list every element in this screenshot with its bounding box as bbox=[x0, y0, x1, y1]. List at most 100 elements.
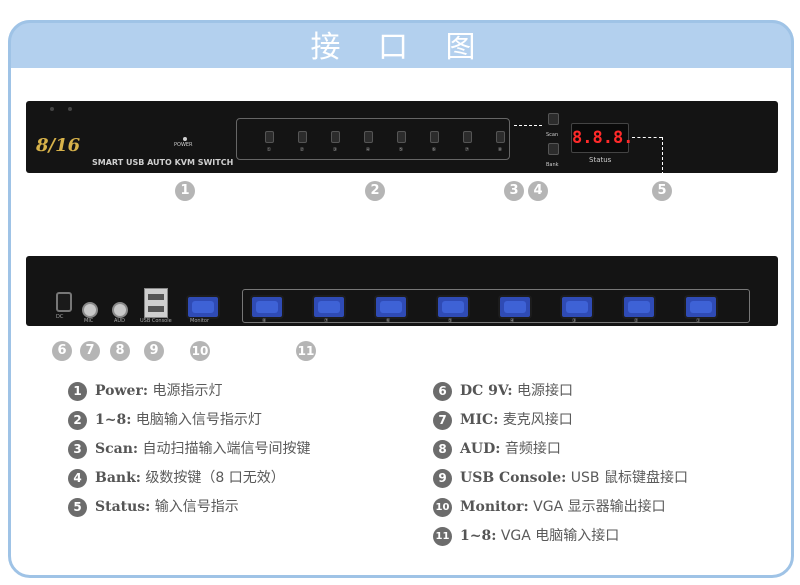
usb-slot bbox=[148, 306, 164, 312]
legend-number: 6 bbox=[433, 381, 452, 401]
legend-key: 1~8: bbox=[460, 528, 497, 544]
legend-key: AUD: bbox=[460, 441, 501, 457]
vga-input-port[interactable] bbox=[436, 295, 470, 319]
port-button-1[interactable] bbox=[265, 131, 274, 143]
power-label: POWER bbox=[174, 142, 193, 148]
vga-port-number: ④ bbox=[510, 318, 515, 324]
vga-pins bbox=[504, 301, 526, 313]
legend-number: 1 bbox=[68, 381, 87, 401]
vga-input-port[interactable] bbox=[622, 295, 656, 319]
vga-input-port[interactable] bbox=[498, 295, 532, 319]
port-button-5[interactable] bbox=[397, 131, 406, 143]
legend-value: 自动扫描输入端信号间按键 bbox=[142, 441, 311, 457]
callout-2: 2 bbox=[365, 181, 385, 201]
legend-number: 5 bbox=[68, 497, 87, 517]
legend-value: 电脑输入信号指示灯 bbox=[135, 412, 262, 428]
vga-input-port[interactable] bbox=[250, 295, 284, 319]
vga-monitor-port[interactable] bbox=[186, 295, 220, 319]
callout-9: 9 bbox=[144, 341, 164, 361]
model-name: SMART USB AUTO KVM SWITCH bbox=[92, 158, 234, 167]
status-label: Status bbox=[589, 156, 612, 164]
legend-key: Scan: bbox=[95, 441, 139, 457]
vga-pins bbox=[690, 301, 712, 313]
indicator-led bbox=[68, 107, 72, 111]
usb-console-port[interactable] bbox=[144, 288, 168, 318]
port-button-6[interactable] bbox=[430, 131, 439, 143]
dc-label: DC bbox=[56, 314, 64, 320]
legend-key: DC 9V: bbox=[460, 383, 513, 399]
scan-button[interactable] bbox=[548, 113, 559, 125]
page-title: 接 口 图 bbox=[310, 30, 490, 65]
brand-logo: 8/16 bbox=[36, 135, 81, 156]
mic-jack[interactable] bbox=[82, 302, 98, 318]
callout-8: 8 bbox=[110, 341, 130, 361]
legend-value: 电源指示灯 bbox=[152, 383, 223, 399]
legend-value: VGA 显示器输出接口 bbox=[533, 499, 666, 515]
vga-input-port[interactable] bbox=[684, 295, 718, 319]
aud-label: AUD bbox=[114, 318, 125, 324]
front-panel: 8/16 SMART USB AUTO KVM SWITCH POWER ① ②… bbox=[26, 101, 778, 185]
legend-number: 11 bbox=[433, 526, 452, 546]
port-number: ④ bbox=[365, 147, 371, 153]
legend-number: 3 bbox=[68, 439, 87, 459]
legend-number: 7 bbox=[433, 410, 452, 430]
bank-button[interactable] bbox=[548, 143, 559, 155]
scan-label: Scan bbox=[546, 132, 559, 138]
callout-7: 7 bbox=[80, 341, 100, 361]
dc-power-jack[interactable] bbox=[56, 292, 72, 312]
mic-label: MIC bbox=[84, 318, 94, 324]
legend-key: MIC: bbox=[460, 412, 499, 428]
legend-key: Power: bbox=[95, 383, 148, 399]
legend-item: 1 Power: 电源指示灯 bbox=[68, 380, 222, 401]
vga-pins bbox=[380, 301, 402, 313]
power-led bbox=[183, 137, 187, 141]
legend-item: 6 DC 9V: 电源接口 bbox=[433, 380, 573, 401]
vga-pins bbox=[566, 301, 588, 313]
header-bar bbox=[8, 20, 794, 68]
port-number: ⑥ bbox=[431, 147, 437, 153]
vga-input-port[interactable] bbox=[560, 295, 594, 319]
port-button-2[interactable] bbox=[298, 131, 307, 143]
legend-key: Monitor: bbox=[460, 499, 529, 515]
vga-port-number: ⑥ bbox=[386, 318, 391, 324]
port-number: ⑦ bbox=[464, 147, 470, 153]
port-button-4[interactable] bbox=[364, 131, 373, 143]
legend-value: 音频接口 bbox=[504, 441, 561, 457]
aud-jack[interactable] bbox=[112, 302, 128, 318]
callout-3: 3 bbox=[504, 181, 524, 201]
legend-value: 级数按键（8 口无效） bbox=[145, 470, 285, 486]
vga-port-number: ⑦ bbox=[324, 318, 329, 324]
bank-label: Bank bbox=[546, 162, 559, 168]
vga-input-port[interactable] bbox=[374, 295, 408, 319]
callout-6: 6 bbox=[52, 341, 72, 361]
callout-4: 4 bbox=[528, 181, 548, 201]
port-button-8[interactable] bbox=[496, 131, 505, 143]
legend-value: 输入信号指示 bbox=[154, 499, 239, 515]
legend-item: 3 Scan: 自动扫描输入端信号间按键 bbox=[68, 438, 311, 459]
callout-11: 11 bbox=[296, 341, 316, 361]
legend-value: USB 鼠标键盘接口 bbox=[570, 470, 688, 486]
legend-number: 10 bbox=[433, 497, 452, 517]
port-button-3[interactable] bbox=[331, 131, 340, 143]
legend-number: 9 bbox=[433, 468, 452, 488]
callout-10: 10 bbox=[190, 341, 210, 361]
legend-item: 9 USB Console: USB 鼠标键盘接口 bbox=[433, 467, 688, 488]
legend-value: VGA 电脑输入接口 bbox=[500, 528, 620, 544]
vga-pins bbox=[442, 301, 464, 313]
legend-item: 11 1~8: VGA 电脑输入接口 bbox=[433, 525, 619, 546]
legend-value: 电源接口 bbox=[516, 383, 573, 399]
legend-key: USB Console: bbox=[460, 470, 567, 486]
vga-input-port[interactable] bbox=[312, 295, 346, 319]
port-number: ⑧ bbox=[497, 147, 503, 153]
vga-pins bbox=[628, 301, 650, 313]
vga-port-number: ⑤ bbox=[448, 318, 453, 324]
status-display: 8.8.8. bbox=[571, 123, 633, 153]
port-button-7[interactable] bbox=[463, 131, 472, 143]
port-number: ③ bbox=[332, 147, 338, 153]
usb-slot bbox=[148, 294, 164, 300]
